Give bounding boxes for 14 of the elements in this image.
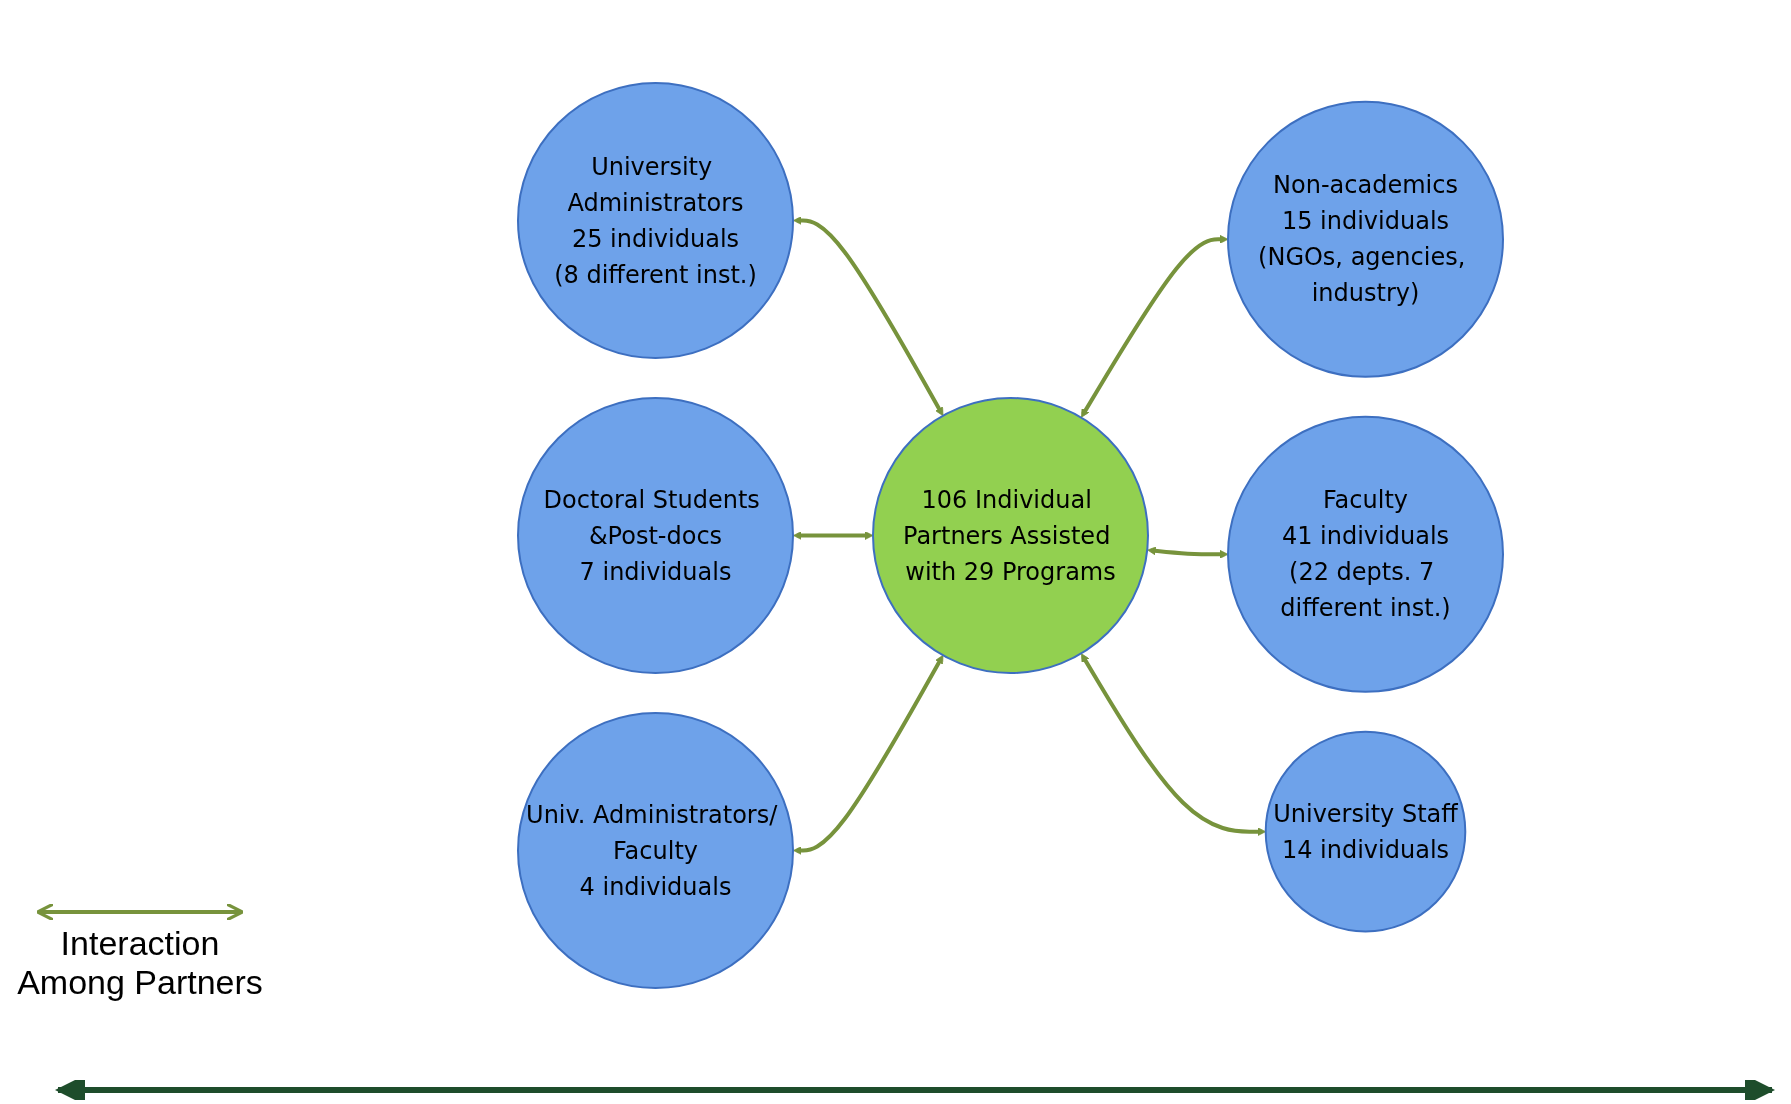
arrow	[792, 530, 873, 540]
arrow	[1080, 652, 1266, 836]
node-circle: University Administrators 25 individuals (8 different inst.)	[516, 81, 794, 359]
legend-label: Interaction Among Partners	[16, 924, 264, 1002]
arrow	[792, 654, 943, 855]
arrow	[1146, 546, 1228, 559]
node-circle: Univ. Administrators/ Faculty 4 individuals	[516, 711, 794, 989]
node-circle: Doctoral Students &Post-docs 7 individuals	[516, 396, 794, 674]
node-circle: Faculty 41 individuals (22 depts. 7 different inst.)	[1226, 415, 1504, 693]
node-circle: 106 Individual Partners Assisted with 29 Programs	[871, 396, 1149, 674]
node-circle: Non-academics 15 individuals (NGOs, agencies, industry)	[1226, 100, 1504, 378]
arrow	[1080, 234, 1228, 418]
node-circle: University Staff 14 individuals	[1264, 730, 1466, 932]
arrow	[792, 215, 943, 416]
